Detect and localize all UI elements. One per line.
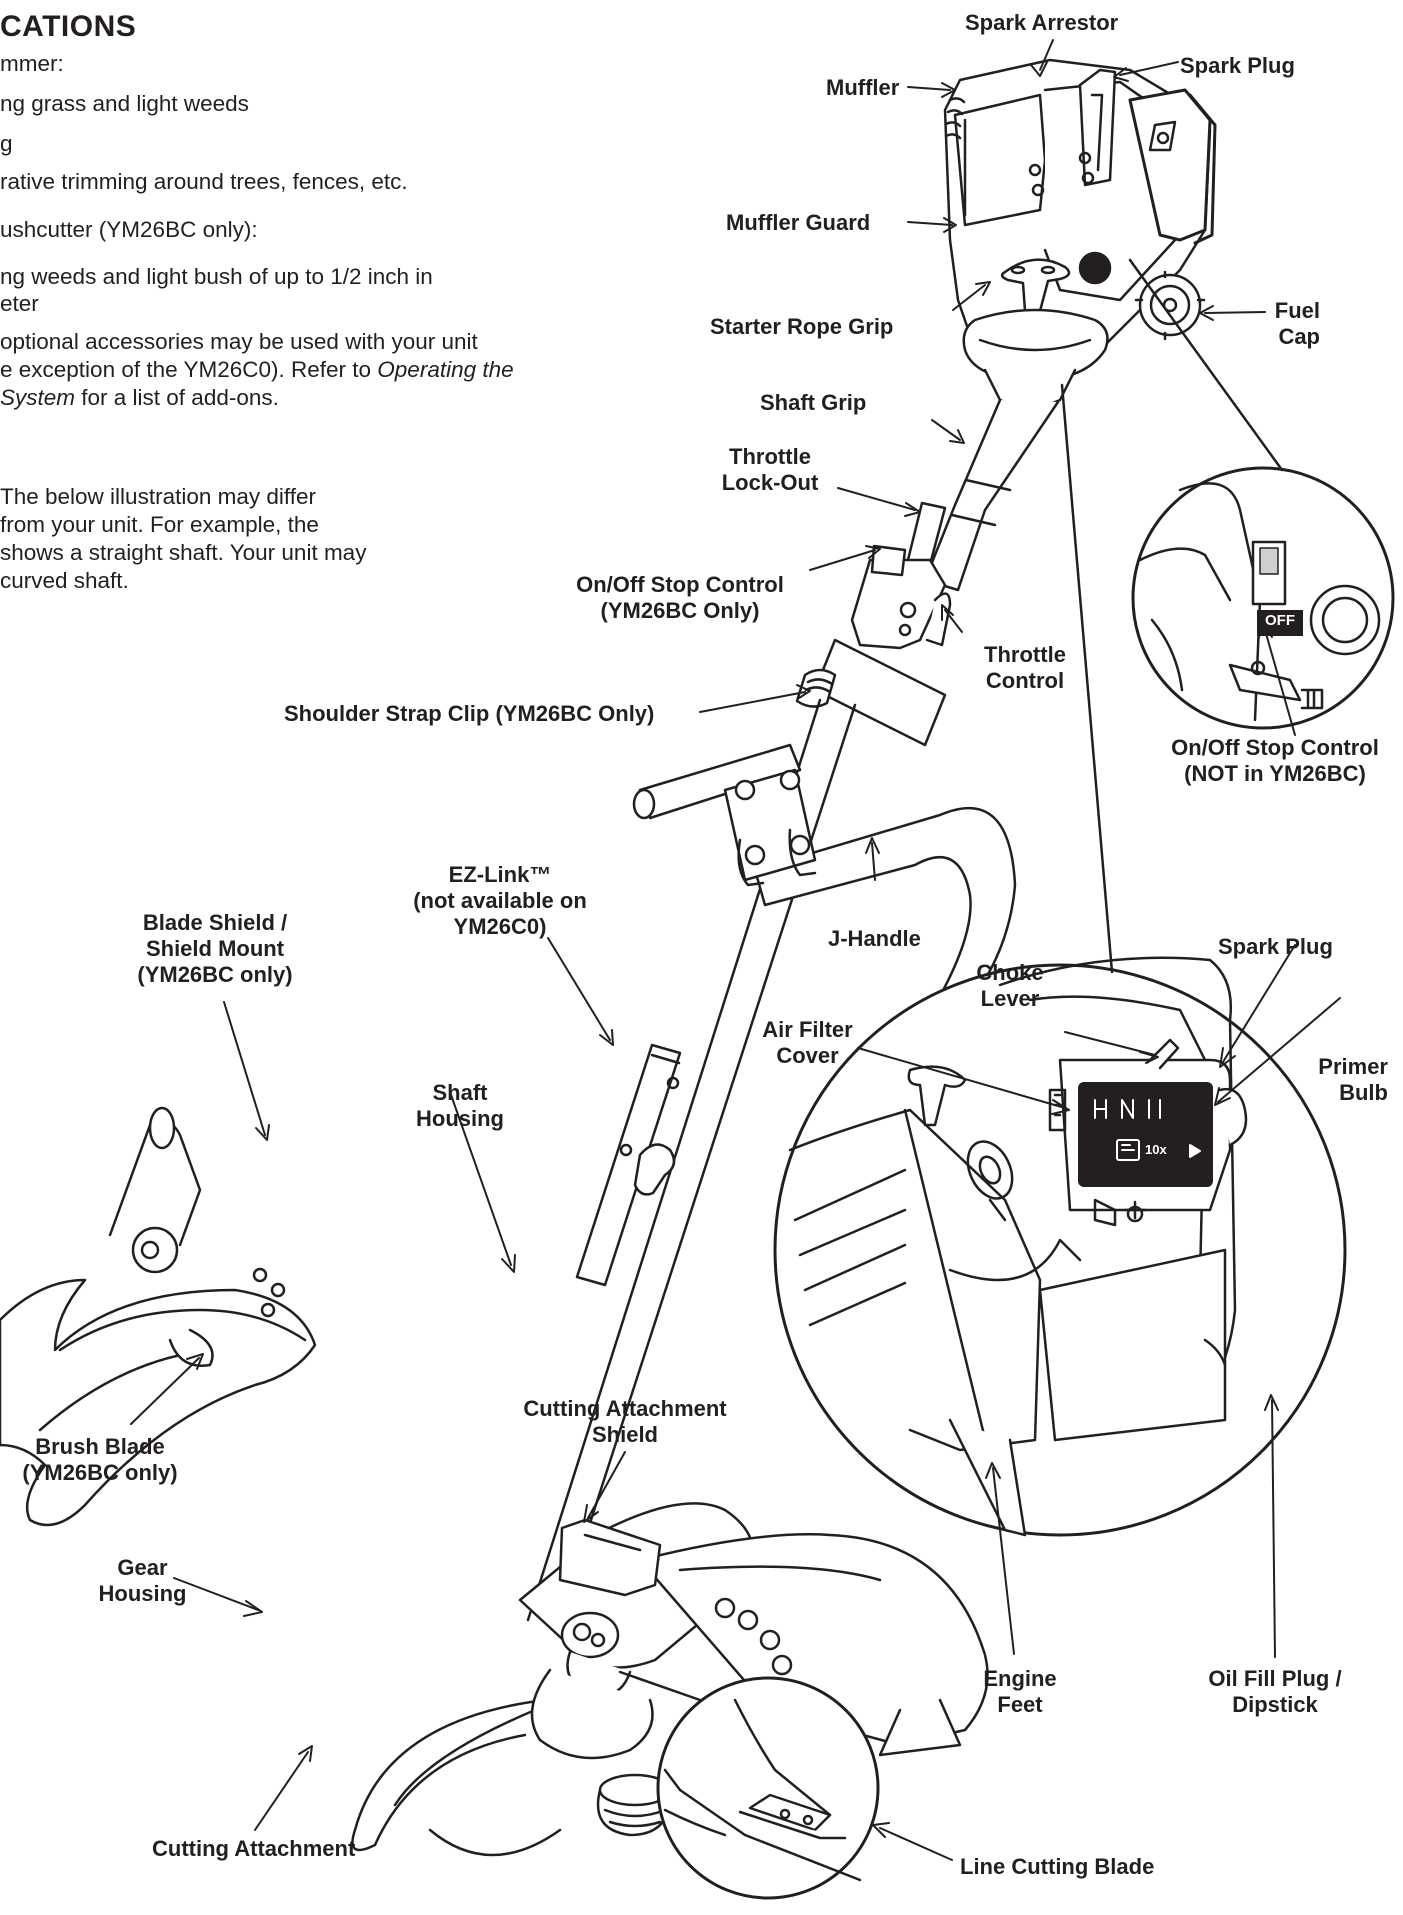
label-shaft-housing: Shaft Housing <box>395 1080 525 1132</box>
detail-connector-line <box>1060 383 1114 974</box>
label-line: Air Filter <box>762 1017 853 1042</box>
label-line: Shield <box>591 1422 658 1447</box>
label-brush-blade: Brush Blade (YM26BC only) <box>0 1434 200 1486</box>
text-line: ushcutter (YM26BC only): <box>0 217 258 242</box>
label-spark-plug-right: Spark Plug <box>1218 934 1333 959</box>
label-shoulder-strap-clip: Shoulder Strap Clip (YM26BC Only) <box>284 701 655 726</box>
text-line: ng grass and light weeds <box>0 91 249 116</box>
label-j-handle: J-Handle <box>828 926 921 951</box>
label-line-cutting-blade: Line Cutting Blade <box>960 1854 1155 1879</box>
text-span: for a list of add-ons. <box>75 385 279 410</box>
label-muffler-guard: Muffler Guard <box>726 210 871 235</box>
text-line: rative trimming around trees, fences, et… <box>0 169 408 194</box>
label-oil-fill-plug: Oil Fill Plug / Dipstick <box>1190 1666 1360 1718</box>
engine-illustration <box>943 58 1217 409</box>
label-line: Cover <box>776 1043 839 1068</box>
detail-connector-line <box>618 1670 702 1702</box>
label-line: Oil Fill Plug / <box>1208 1666 1342 1691</box>
label-line: Shaft <box>432 1080 488 1105</box>
label-choke-lever: Choke Lever <box>955 960 1065 1012</box>
label-line: Engine <box>983 1666 1057 1691</box>
label-line: (YM26BC only) <box>22 1460 178 1485</box>
note-line: curved shaft. <box>0 568 129 593</box>
label-blade-shield: Blade Shield / Shield Mount (YM26BC only… <box>110 910 320 988</box>
text-line: System for a list of add-ons. <box>0 384 279 411</box>
label-line: Lock-Out <box>721 470 819 495</box>
label-line: EZ-Link™ <box>448 862 552 887</box>
text-span: e exception of the YM26C0). Refer to <box>0 357 378 382</box>
blade-detail-illustration <box>656 1676 880 1900</box>
text-line: eter <box>0 291 39 316</box>
text-line: ng weeds and light bush of up to 1/2 inc… <box>0 264 433 289</box>
leader-lines <box>130 39 1341 1861</box>
detail-connector-line <box>1128 258 1284 472</box>
label-muffler: Muffler <box>826 75 900 100</box>
label-line: Throttle <box>984 642 1066 667</box>
cutting-head-illustration <box>351 1502 989 1857</box>
label-line: (YM26BC Only) <box>600 598 760 623</box>
label-shaft-grip: Shaft Grip <box>760 390 867 415</box>
label-line: Control <box>985 668 1065 693</box>
label-line: Cutting Attachment <box>523 1396 727 1421</box>
label-fuel-cap: Fuel Cap <box>1250 298 1320 350</box>
text-line: e exception of the YM26C0). Refer to Ope… <box>0 356 514 383</box>
label-spark-arrestor: Spark Arrestor <box>965 10 1119 35</box>
note-line: The below illustration may differ <box>0 484 316 509</box>
label-primer-bulb: Primer Bulb <box>1280 1054 1388 1106</box>
label-gear-housing: Gear Housing <box>85 1555 200 1607</box>
filter-10x-text: 10x <box>1145 1142 1167 1157</box>
text-line: g <box>0 131 13 156</box>
label-cutting-attachment: Cutting Attachment <box>152 1836 356 1861</box>
label-line: Lever <box>980 986 1040 1011</box>
switch-detail-illustration <box>1131 466 1395 730</box>
label-ez-link: EZ-Link™ (not available on YM26C0) <box>400 862 600 940</box>
text-italic: System <box>0 385 76 410</box>
label-line: (not available on <box>413 888 587 913</box>
label-cutting-attachment-shield: Cutting Attachment Shield <box>505 1396 745 1448</box>
label-line: Blade Shield / <box>142 910 288 935</box>
label-air-filter-cover: Air Filter Cover <box>745 1017 870 1069</box>
text-line: optional accessories may be used with yo… <box>0 329 478 354</box>
label-line: Bulb <box>1339 1080 1388 1105</box>
label-onoff-stop-not: On/Off Stop Control (NOT in YM26BC) <box>1140 735 1403 787</box>
label-line: Primer <box>1318 1054 1388 1079</box>
label-line: (NOT in YM26BC) <box>1184 761 1366 786</box>
note-line: from your unit. For example, the <box>0 512 319 537</box>
label-line: Feet <box>997 1692 1043 1717</box>
text-italic: Operating the <box>377 357 514 382</box>
label-line: Housing <box>98 1581 187 1606</box>
label-line: Throttle <box>729 444 811 469</box>
label-throttle-lockout: Throttle Lock-Out <box>700 444 840 496</box>
label-line: Dipstick <box>1232 1692 1318 1717</box>
label-line: Choke <box>976 960 1044 985</box>
label-engine-feet: Engine Feet <box>970 1666 1070 1718</box>
label-line: (YM26BC only) <box>137 962 293 987</box>
brush-blade-illustration <box>0 1106 317 1527</box>
label-line: Brush Blade <box>35 1434 165 1459</box>
label-line: On/Off Stop Control <box>576 572 784 597</box>
label-line: Fuel <box>1274 298 1320 323</box>
text-line: mmer: <box>0 51 64 76</box>
label-starter-rope-grip: Starter Rope Grip <box>710 314 894 339</box>
section-heading: CATIONS <box>0 10 137 43</box>
label-line: Gear <box>117 1555 168 1580</box>
switch-off-text: OFF <box>1265 612 1295 629</box>
engine-detail-illustration <box>773 956 1347 1537</box>
label-line: On/Off Stop Control <box>1171 735 1379 760</box>
label-line: Cap <box>1278 324 1320 349</box>
shaft-illustration <box>526 398 1060 1630</box>
label-line: Housing <box>416 1106 504 1131</box>
label-line: YM26C0) <box>453 914 547 939</box>
label-onoff-stop-ym26bc: On/Off Stop Control (YM26BC Only) <box>545 572 815 624</box>
label-spark-plug-top: Spark Plug <box>1180 53 1295 78</box>
label-throttle-control: Throttle Control <box>960 642 1090 694</box>
label-line: Shield Mount <box>145 936 285 961</box>
note-line: shows a straight shaft. Your unit may <box>0 540 367 565</box>
